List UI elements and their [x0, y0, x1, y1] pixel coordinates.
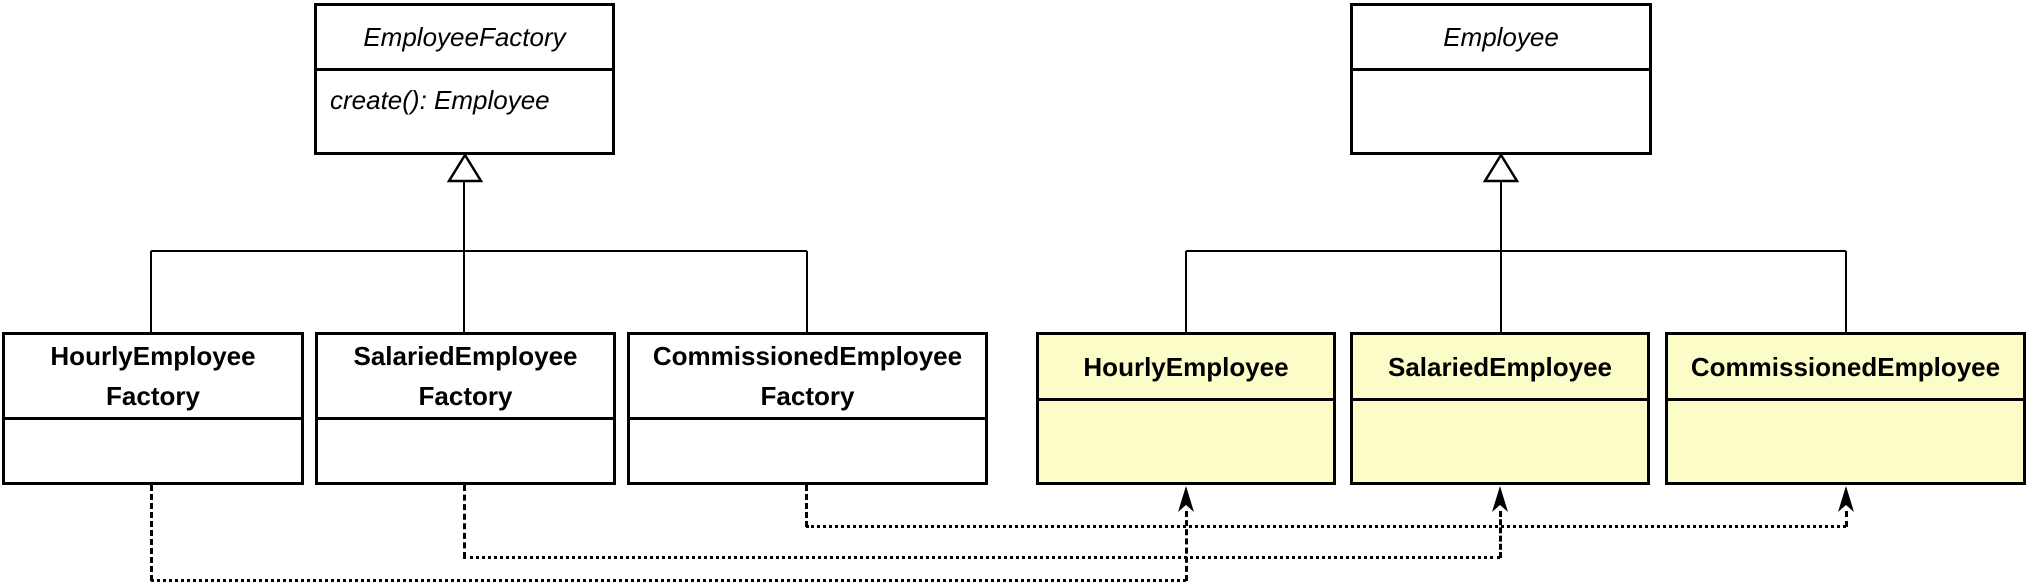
class-name-hourlyemployee: HourlyEmployee — [1083, 351, 1289, 382]
class-body-compartment — [318, 420, 613, 482]
inheritance-line-vertical — [462, 182, 465, 332]
class-body-compartment — [5, 420, 301, 482]
generalization-triangle-icon — [1482, 152, 1520, 183]
class-body-compartment — [630, 420, 985, 482]
method-create-employee: create(): Employee — [330, 85, 550, 115]
class-name-line2: Factory — [106, 381, 200, 411]
class-title-compartment: CommissionedEmployee Factory — [630, 335, 985, 420]
class-box-employeefactory: EmployeeFactory create(): Employee — [314, 3, 615, 155]
class-name-employee: Employee — [1443, 22, 1559, 52]
class-body-compartment — [1039, 401, 1333, 482]
class-box-employee: Employee — [1350, 3, 1652, 155]
dependency-line-hourly-down — [149, 485, 153, 581]
class-box-commissionedemployee: CommissionedEmployee — [1665, 332, 2026, 485]
inheritance-line-horizontal — [151, 250, 807, 252]
dependency-line-commissioned-up — [1844, 511, 1848, 527]
class-title-compartment: CommissionedEmployee — [1668, 335, 2023, 401]
dependency-arrowhead-icon — [1177, 486, 1195, 512]
class-title-compartment: Employee — [1353, 6, 1649, 71]
inheritance-stub-hourlyfactory — [149, 251, 152, 332]
dependency-line-salaried-up — [1498, 511, 1502, 558]
dependency-line-hourly-across — [151, 579, 1186, 582]
class-name-line1: SalariedEmployee — [353, 341, 578, 371]
class-box-commissionedemployeefactory: CommissionedEmployee Factory — [627, 332, 988, 485]
class-title-compartment: EmployeeFactory — [317, 6, 612, 71]
inheritance-stub-commissionedemployee — [1844, 251, 1847, 332]
class-methods-compartment: create(): Employee — [317, 71, 612, 152]
class-body-compartment — [1353, 401, 1647, 482]
class-title-compartment: SalariedEmployee Factory — [318, 335, 613, 420]
inheritance-stub-hourlyemployee — [1184, 251, 1187, 332]
class-name-line1: HourlyEmployee — [50, 341, 256, 371]
class-name-line1: CommissionedEmployee — [652, 341, 963, 371]
class-name-line2: Factory — [418, 381, 513, 411]
dependency-line-commissioned-across — [806, 525, 1846, 528]
class-name-employeefactory: EmployeeFactory — [363, 22, 566, 52]
class-name-line2: Factory — [760, 381, 855, 411]
class-body-compartment — [1668, 401, 2023, 482]
class-name-commissionedemployee: CommissionedEmployee — [1690, 351, 2001, 382]
class-title-compartment: SalariedEmployee — [1353, 335, 1647, 401]
class-name-salariedemployee: SalariedEmployee — [1388, 351, 1612, 382]
class-body-compartment — [1353, 71, 1649, 152]
class-title-compartment: HourlyEmployee Factory — [5, 335, 301, 420]
inheritance-stub-commissionedfactory — [805, 251, 808, 332]
dependency-line-salaried-across — [463, 556, 1500, 559]
dependency-line-commissioned-down — [805, 485, 808, 527]
dependency-line-hourly-up — [1184, 511, 1188, 581]
inheritance-line-horizontal — [1186, 250, 1846, 252]
class-title-compartment: HourlyEmployee — [1039, 335, 1333, 401]
dependency-arrowhead-icon — [1491, 486, 1509, 512]
class-box-salariedemployeefactory: SalariedEmployee Factory — [315, 332, 616, 485]
generalization-triangle-icon — [446, 152, 484, 183]
dependency-arrowhead-icon — [1837, 486, 1855, 512]
inheritance-line-vertical — [1499, 182, 1502, 332]
class-box-hourlyemployee: HourlyEmployee — [1036, 332, 1336, 485]
class-box-salariedemployee: SalariedEmployee — [1350, 332, 1650, 485]
dependency-line-salaried-down — [462, 485, 466, 558]
class-box-hourlyemployeefactory: HourlyEmployee Factory — [2, 332, 304, 485]
